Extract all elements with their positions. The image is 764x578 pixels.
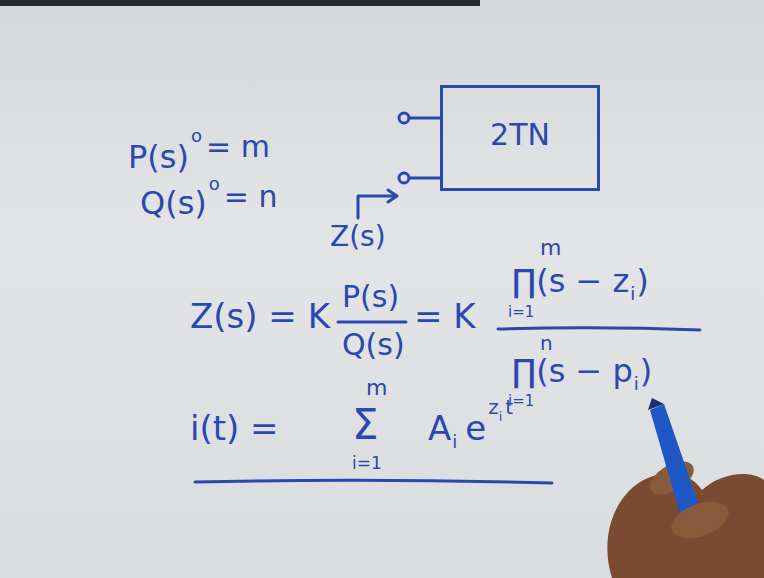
math-text: P(s): [342, 280, 399, 313]
math-text: Z(s): [330, 222, 386, 253]
math-text: i: [499, 410, 503, 424]
math-text: i: [634, 374, 639, 394]
math-text: i=1: [352, 454, 382, 473]
fraction-bar: [498, 328, 700, 330]
math-text: Z(s) = K: [190, 298, 330, 335]
math-text: A: [428, 410, 451, 447]
math-text: z: [488, 396, 499, 418]
math-text: ∏(s − p: [512, 354, 633, 389]
math-text: Q(s): [342, 328, 405, 361]
hand-with-marker: [607, 398, 764, 578]
math-text: ): [640, 354, 652, 389]
underline: [195, 480, 552, 483]
math-text: o: [209, 174, 220, 194]
terminal-wire: [409, 117, 440, 120]
math-text: m: [540, 236, 561, 260]
math-text: P(s): [128, 140, 189, 175]
math-text: n: [540, 332, 553, 354]
math-text: = n: [224, 180, 278, 213]
math-text: o: [191, 126, 202, 146]
math-text: t: [505, 396, 513, 418]
math-text: e: [465, 410, 486, 447]
math-text: i: [452, 432, 457, 452]
math-text: = K: [414, 298, 476, 335]
math-text: i(t) =: [190, 410, 279, 447]
math-text: Σ: [352, 402, 379, 448]
math-text: i=1: [508, 304, 534, 321]
math-text: ): [636, 264, 648, 299]
board-edge: [0, 0, 480, 6]
fraction-bar: [338, 321, 406, 324]
math-text: m: [366, 376, 387, 400]
math-text: i: [630, 284, 635, 304]
math-text: ∏(s − z: [512, 264, 629, 299]
arrow-head: [388, 190, 397, 202]
math-text: = m: [206, 130, 270, 163]
box-label: 2TN: [490, 118, 550, 151]
terminal-wire: [409, 177, 440, 180]
math-text: Q(s): [140, 186, 207, 221]
two-terminal-network-box: 2TN: [440, 85, 600, 191]
